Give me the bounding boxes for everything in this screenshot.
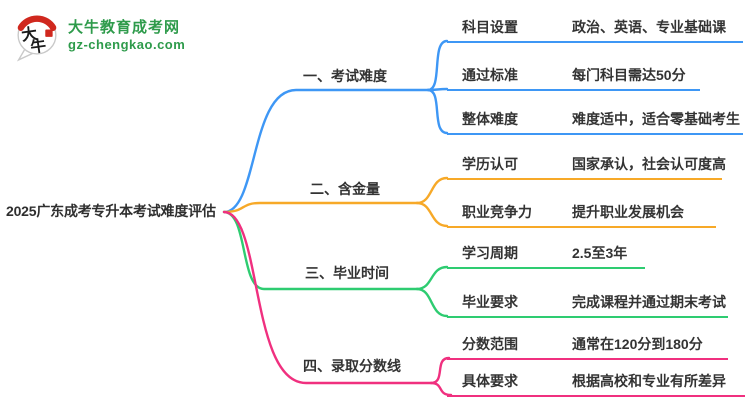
svg-text:牛: 牛 (29, 36, 47, 57)
branch-1-fan-bottom (426, 88, 449, 135)
leaf-row-career-competitiveness: 职业竞争力 提升职业发展机会 (447, 201, 716, 228)
leaf-value: 提升职业发展机会 (572, 204, 684, 220)
branch-3-fan-bottom (415, 287, 449, 318)
leaf-label: 整体难度 (462, 111, 518, 127)
leaf-row-degree-recognition: 学历认可 国家承认，社会认可度高 (447, 153, 726, 180)
branch-4-label: 四、录取分数线 (303, 358, 401, 374)
leaf-value: 国家承认，社会认可度高 (572, 156, 726, 172)
leaf-value: 通常在120分到180分 (572, 336, 703, 352)
branch-1-curve (222, 88, 430, 214)
leaf-label: 分数范围 (462, 336, 518, 352)
leaf-row-subjects: 科目设置 政治、英语、专业基础课 (447, 16, 743, 43)
branch-3-label: 三、毕业时间 (305, 265, 389, 281)
root-node: 2025广东成考专升本考试难度评估 (6, 203, 216, 219)
leaf-label: 科目设置 (462, 19, 518, 35)
leaf-value: 难度适中，适合零基础考生 (572, 111, 740, 127)
leaf-label: 学习周期 (462, 245, 518, 261)
site-name: 大牛教育成考网 (68, 18, 181, 36)
branch-4-fan-bottom (429, 381, 453, 397)
leaf-row-specific-requirement: 具体要求 根据高校和专业有所差异 (447, 370, 745, 397)
branch-4-curve (222, 210, 433, 385)
leaf-label: 通过标准 (462, 67, 518, 83)
branch-1-label: 一、考试难度 (303, 68, 387, 84)
leaf-label: 具体要求 (462, 373, 518, 389)
bull-logo-icon: 大 牛 (16, 15, 57, 62)
leaf-value: 完成课程并通过期末考试 (572, 294, 726, 310)
site-domain: gz-chengkao.com (68, 37, 186, 53)
branch-2-fan-top (415, 176, 449, 205)
leaf-row-pass-standard: 通过标准 每门科目需达50分 (447, 64, 700, 91)
leaf-label: 职业竞争力 (462, 204, 532, 220)
leaf-row-graduation-requirement: 毕业要求 完成课程并通过期末考试 (447, 291, 728, 318)
leaf-row-overall-difficulty: 整体难度 难度适中，适合零基础考生 (447, 108, 743, 135)
leaf-value: 每门科目需达50分 (572, 67, 686, 83)
leaf-row-study-period: 学习周期 2.5至3年 (447, 242, 645, 269)
branch-1-fan-top (426, 39, 449, 92)
leaf-row-score-range: 分数范围 通常在120分到180分 (447, 333, 728, 360)
branch-2-fan-bottom (415, 201, 449, 228)
leaf-label: 毕业要求 (462, 294, 518, 310)
leaf-value: 政治、英语、专业基础课 (572, 19, 726, 35)
branch-2-curve (222, 201, 419, 214)
leaf-label: 学历认可 (462, 156, 518, 172)
site-logo[interactable]: 大 牛 大牛教育成考网 gz-chengkao.com (14, 10, 185, 62)
svg-text:大: 大 (20, 24, 38, 45)
branch-2-label: 二、含金量 (310, 181, 380, 197)
leaf-value: 根据高校和专业有所差异 (572, 373, 726, 389)
leaf-value: 2.5至3年 (572, 245, 628, 261)
branch-3-fan-top (415, 265, 449, 291)
